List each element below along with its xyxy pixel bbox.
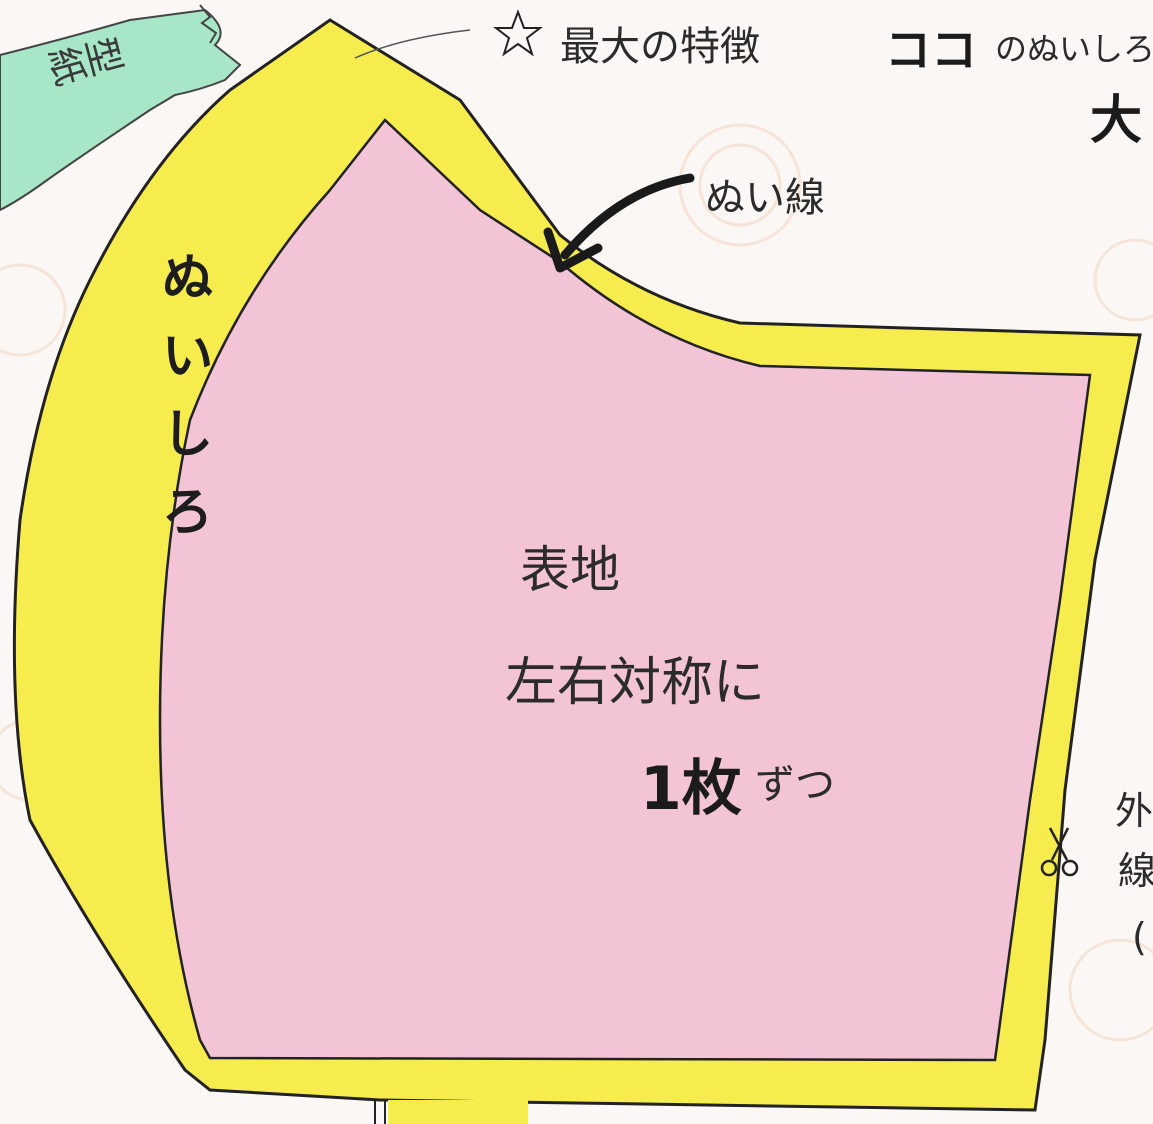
header-big-char: 大 <box>1090 91 1143 151</box>
side-note-line3: ( <box>1132 915 1147 959</box>
header-emphasis: ココ <box>885 23 977 77</box>
arrow-icon <box>543 173 695 273</box>
guide-line <box>354 29 471 59</box>
pattern-tab <box>0 4 242 212</box>
header-suffix-text: のぬいしろ <box>995 30 1153 68</box>
count-suffix: ずつ <box>755 762 835 808</box>
fabric-area <box>158 118 1092 1062</box>
side-note-line1: 外 <box>1115 789 1153 833</box>
bottom-tab <box>374 1100 386 1124</box>
fabric-label: 表地 <box>520 541 620 599</box>
seam-line-label: ぬい線 <box>705 175 825 221</box>
star-icon <box>493 9 543 57</box>
header-feature-text: 最大の特徴 <box>560 24 760 70</box>
scissors-icon <box>1040 827 1079 877</box>
seam-allowance-label: ぬいしろ <box>152 250 212 562</box>
symmetry-label: 左右対称に <box>505 653 766 713</box>
side-note-line2: 線 <box>1118 849 1153 893</box>
count-label: 1枚 <box>640 754 742 824</box>
